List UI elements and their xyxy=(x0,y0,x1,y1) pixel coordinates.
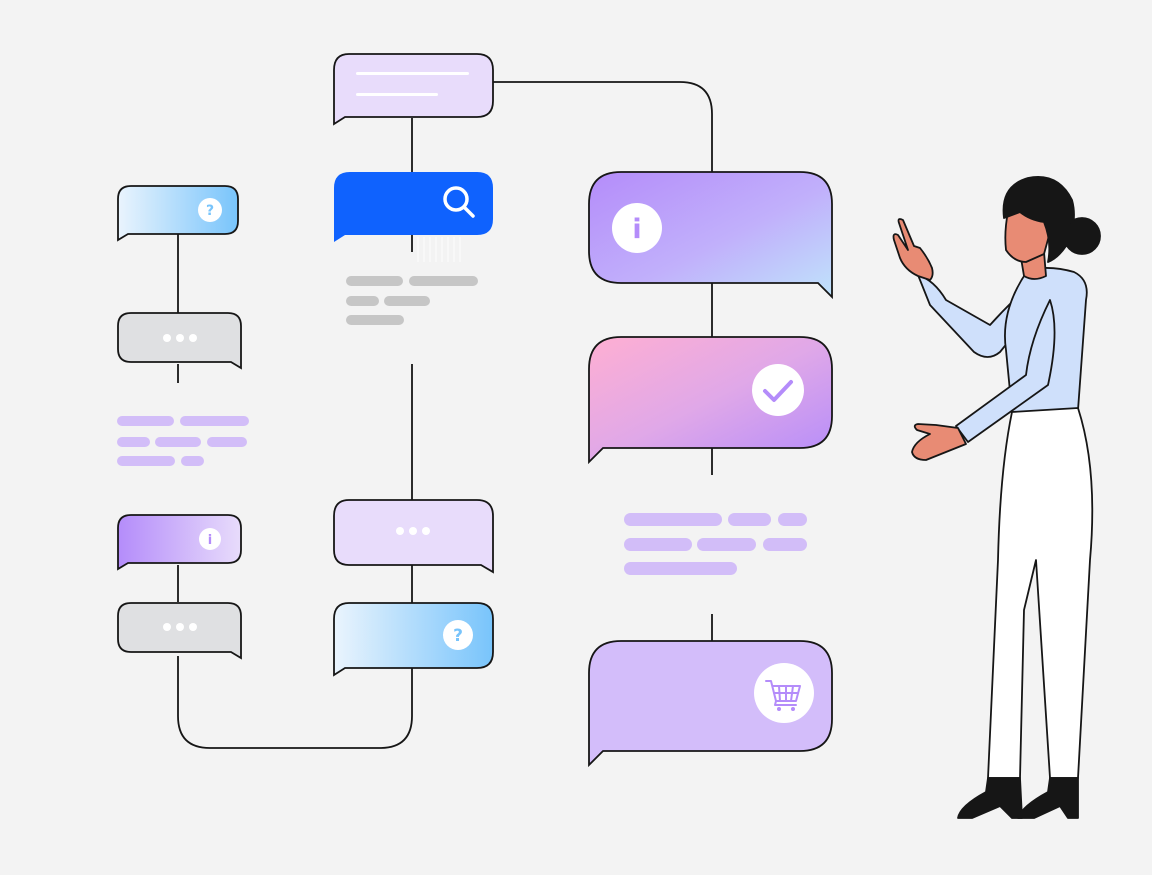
bubble-search xyxy=(334,172,493,262)
raised-hand xyxy=(892,218,934,281)
ellipsis-icon xyxy=(163,334,197,342)
pants xyxy=(987,407,1094,779)
bubble-help-small: ? xyxy=(117,185,239,242)
connector-center-bottom xyxy=(177,656,413,749)
shopping-cart-icon xyxy=(754,663,814,723)
right-shoe xyxy=(1017,777,1079,819)
text-placeholder-left xyxy=(117,416,249,466)
bubble-cart xyxy=(588,640,833,768)
search-stripes xyxy=(417,237,461,262)
text-line xyxy=(356,93,438,96)
info-icon: i xyxy=(199,528,221,550)
question-mark-icon: ? xyxy=(198,198,222,222)
svg-text:?: ? xyxy=(453,626,463,646)
ellipsis-icon xyxy=(163,623,197,631)
question-mark-icon: ? xyxy=(443,620,473,650)
bubble-success xyxy=(588,336,833,465)
ellipsis-icon xyxy=(396,527,430,535)
bubble-help-center: ? xyxy=(333,602,494,677)
front-hand xyxy=(911,423,967,461)
text-placeholder-center xyxy=(346,276,478,325)
hair-bun xyxy=(1063,217,1101,255)
search-icon xyxy=(443,186,475,218)
left-shoe xyxy=(957,777,1023,819)
bubble-typing-left-1 xyxy=(117,312,242,370)
svg-text:i: i xyxy=(208,533,212,548)
text-line xyxy=(356,72,469,75)
svg-text:i: i xyxy=(632,214,641,245)
checkmark-icon xyxy=(752,364,804,416)
bubble-typing-left-2 xyxy=(117,602,242,660)
bubble-top-message xyxy=(333,53,494,126)
svg-text:?: ? xyxy=(206,203,214,219)
connector-lines xyxy=(177,81,713,749)
front-arm xyxy=(955,299,1056,443)
text-placeholder-right xyxy=(624,513,807,575)
bubble-info-large: i xyxy=(588,171,833,300)
person-figure xyxy=(892,176,1101,819)
info-icon: i xyxy=(612,203,662,253)
connector-top-to-info xyxy=(493,81,713,172)
bubble-info-small: i xyxy=(117,514,242,571)
bubble-typing-center xyxy=(333,499,494,574)
